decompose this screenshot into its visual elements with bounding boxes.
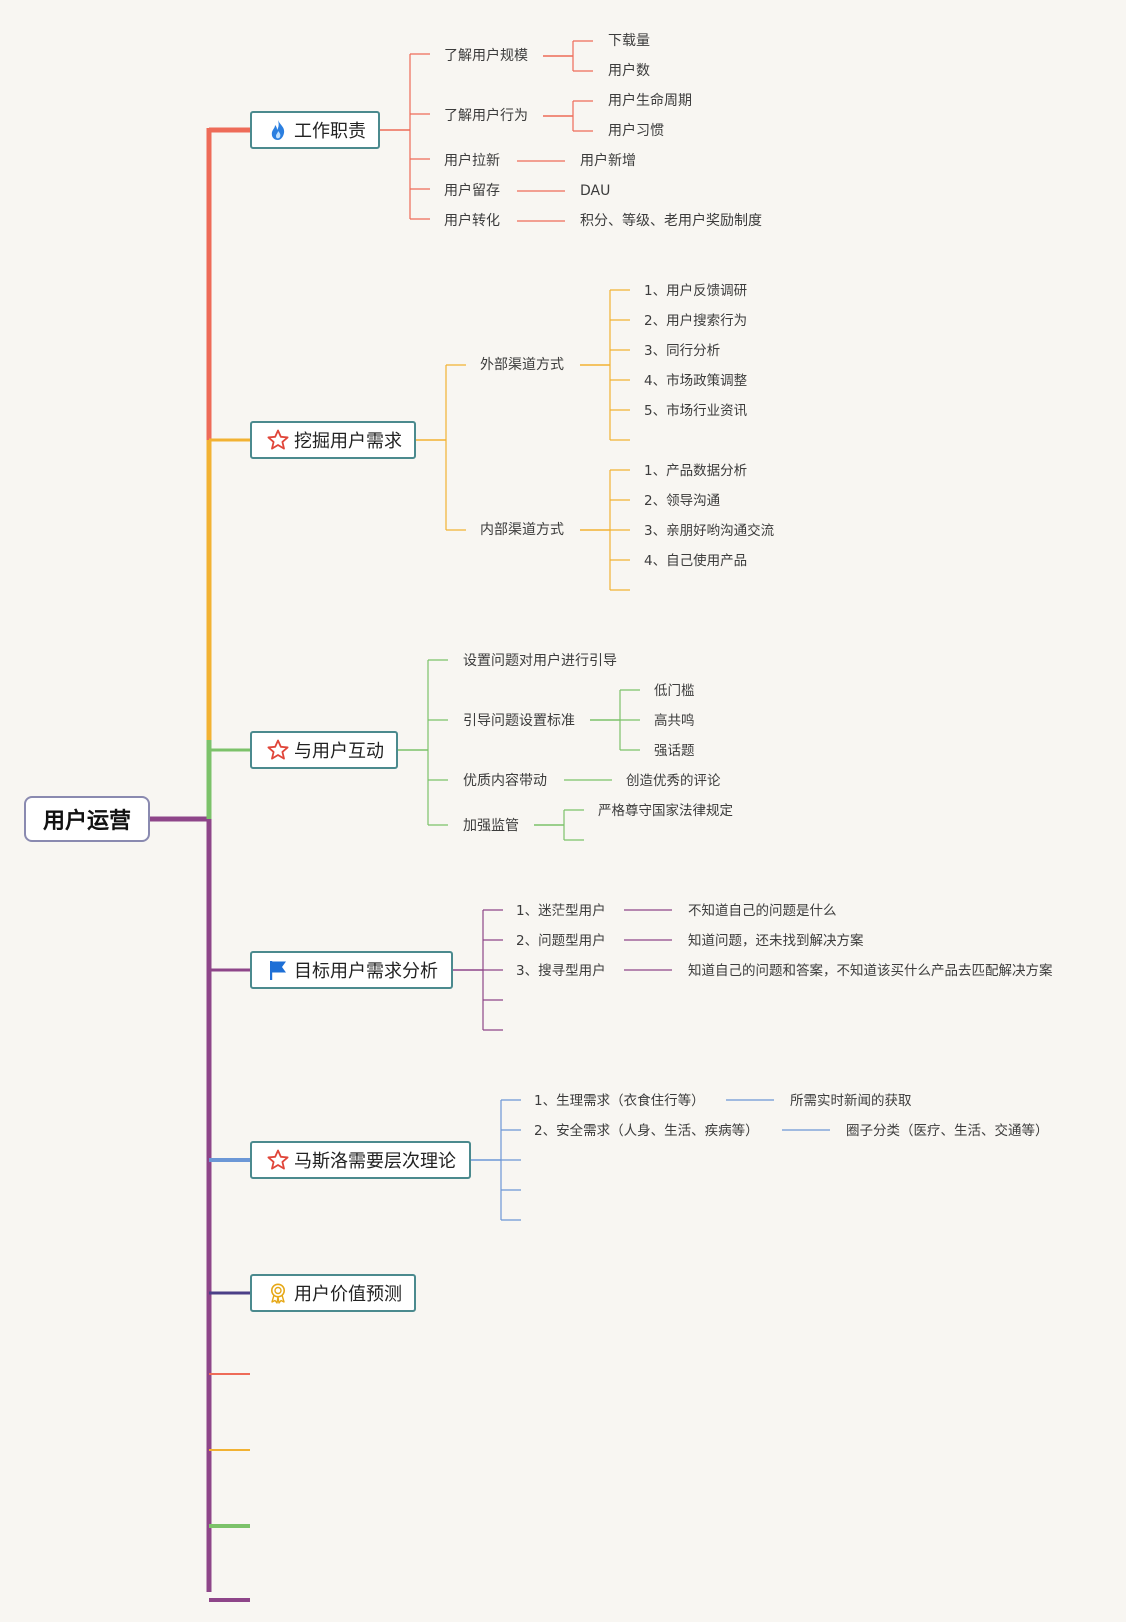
topic-confused-user[interactable]: 1、迷茫型用户 bbox=[516, 903, 606, 919]
subtopic-habits[interactable]: 用户习惯 bbox=[608, 123, 664, 139]
topic-external-channels[interactable]: 外部渠道方式 bbox=[480, 357, 564, 373]
list-item[interactable]: 3、亲朋好哟沟通交流 bbox=[644, 523, 775, 539]
branch-label: 马斯洛需要层次理论 bbox=[294, 1151, 456, 1172]
topic-safety[interactable]: 2、安全需求（人身、生活、疾病等） bbox=[534, 1123, 759, 1139]
subtopic-resonance[interactable]: 高共鸣 bbox=[654, 713, 695, 729]
subtopic-seeker-desc[interactable]: 知道自己的问题和答案，不知道该买什么产品去匹配解决方案 bbox=[688, 963, 1053, 979]
topic-supervision[interactable]: 加强监管 bbox=[463, 818, 519, 834]
list-item[interactable]: 3、同行分析 bbox=[644, 343, 721, 359]
root-node[interactable]: 用户运营 bbox=[24, 796, 150, 842]
branch-label: 工作职责 bbox=[294, 121, 366, 142]
subtopic-circles[interactable]: 圈子分类（医疗、生活、交通等） bbox=[846, 1123, 1049, 1139]
topic-user-behavior[interactable]: 了解用户行为 bbox=[444, 108, 528, 124]
subtopic-lifecycle[interactable]: 用户生命周期 bbox=[608, 93, 692, 109]
branch-work-duties[interactable]: 工作职责 bbox=[250, 111, 380, 149]
topic-quality-content[interactable]: 优质内容带动 bbox=[463, 773, 547, 789]
topic-retention[interactable]: 用户留存 bbox=[444, 183, 500, 199]
subtopic-new-users[interactable]: 用户新增 bbox=[580, 153, 636, 169]
fire-icon bbox=[266, 118, 290, 142]
subtopic-news[interactable]: 所需实时新闻的获取 bbox=[790, 1093, 912, 1109]
branch-maslow[interactable]: 马斯洛需要层次理论 bbox=[250, 1141, 471, 1179]
list-item[interactable]: 1、用户反馈调研 bbox=[644, 283, 748, 299]
topic-guide-questions[interactable]: 设置问题对用户进行引导 bbox=[463, 653, 617, 669]
subtopic-confused-desc[interactable]: 不知道自己的问题是什么 bbox=[688, 903, 837, 919]
subtopic-good-comments[interactable]: 创造优秀的评论 bbox=[626, 773, 721, 789]
star-icon bbox=[266, 738, 290, 762]
topic-problem-user[interactable]: 2、问题型用户 bbox=[516, 933, 606, 949]
subtopic-downloads[interactable]: 下载量 bbox=[608, 33, 650, 49]
branch-label: 与用户互动 bbox=[294, 741, 384, 762]
star-icon bbox=[266, 1148, 290, 1172]
list-item[interactable]: 4、自己使用产品 bbox=[644, 553, 748, 569]
star-icon bbox=[266, 428, 290, 452]
list-item[interactable]: 2、用户搜索行为 bbox=[644, 313, 748, 329]
subtopic-problem-desc[interactable]: 知道问题，还未找到解决方案 bbox=[688, 933, 864, 949]
topic-user-scale[interactable]: 了解用户规模 bbox=[444, 48, 528, 64]
branch-label: 目标用户需求分析 bbox=[294, 961, 438, 982]
topic-physiological[interactable]: 1、生理需求（衣食住行等） bbox=[534, 1093, 705, 1109]
subtopic-dau[interactable]: DAU bbox=[580, 183, 611, 199]
branch-mine-needs[interactable]: 挖掘用户需求 bbox=[250, 421, 416, 459]
subtopic-low-barrier[interactable]: 低门槛 bbox=[654, 683, 695, 699]
list-item[interactable]: 5、市场行业资讯 bbox=[644, 403, 748, 419]
topic-acquisition[interactable]: 用户拉新 bbox=[444, 153, 500, 169]
branch-interaction[interactable]: 与用户互动 bbox=[250, 731, 398, 769]
list-item[interactable]: 4、市场政策调整 bbox=[644, 373, 748, 389]
subtopic-rewards[interactable]: 积分、等级、老用户奖励制度 bbox=[580, 213, 762, 229]
topic-question-standards[interactable]: 引导问题设置标准 bbox=[463, 713, 575, 729]
subtopic-obey-law[interactable]: 严格尊守国家法律规定 bbox=[598, 803, 733, 819]
branch-label: 挖掘用户需求 bbox=[294, 431, 402, 452]
subtopic-user-count[interactable]: 用户数 bbox=[608, 63, 650, 79]
branch-label: 用户价值预测 bbox=[294, 1284, 402, 1305]
subtopic-hot-topic[interactable]: 强话题 bbox=[654, 743, 695, 759]
root-label: 用户运营 bbox=[42, 809, 131, 834]
branch-target-users[interactable]: 目标用户需求分析 bbox=[250, 951, 453, 989]
list-item[interactable]: 2、领导沟通 bbox=[644, 493, 721, 509]
branch-value-prediction[interactable]: 用户价值预测 bbox=[250, 1274, 416, 1312]
topic-conversion[interactable]: 用户转化 bbox=[444, 213, 500, 229]
list-item[interactable]: 1、产品数据分析 bbox=[644, 463, 748, 479]
topic-seeker-user[interactable]: 3、搜寻型用户 bbox=[516, 963, 606, 979]
topic-internal-channels[interactable]: 内部渠道方式 bbox=[480, 522, 564, 538]
award-icon bbox=[266, 1281, 290, 1305]
flag-icon bbox=[266, 958, 290, 982]
